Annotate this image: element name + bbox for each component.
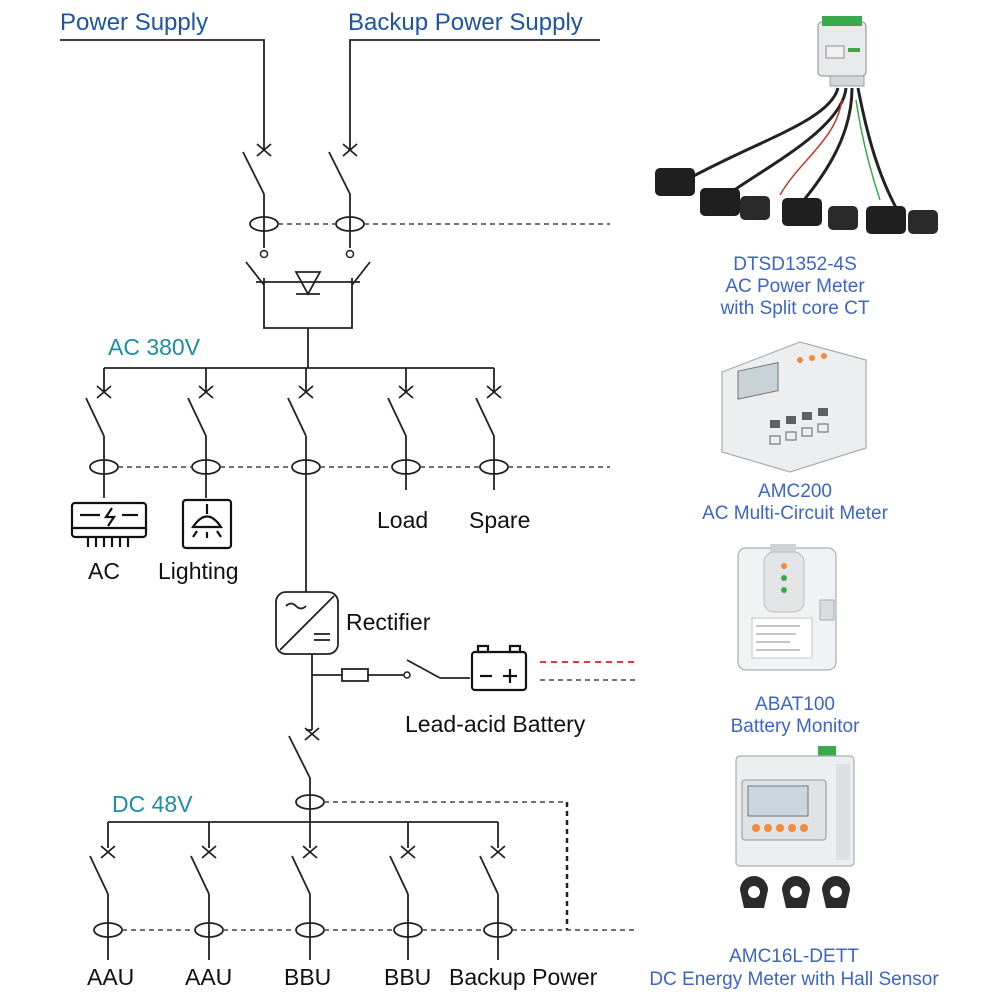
dtsd-desc-label: AC Power Meter [725, 276, 865, 297]
dc-feeder-5 [479, 822, 513, 960]
ac-bus-label: AC 380V [108, 334, 201, 360]
amc200-desc-label: AC Multi-Circuit Meter [702, 503, 888, 524]
amc16l-model-label: AMC16L-DETT [729, 946, 859, 967]
dc-load-label: BBU [284, 964, 331, 990]
dc-main-breaker [288, 727, 325, 822]
dc-bus-label: DC 48V [112, 791, 193, 817]
lighting-load-label: Lighting [158, 558, 239, 584]
dtsd-desc2-label: with Split core CT [720, 298, 870, 319]
dc-load-label: Backup Power [449, 964, 598, 990]
power-supply-label: Power Supply [60, 9, 208, 36]
ac-feeder-lighting [187, 368, 221, 498]
amc16l-meter-image [735, 746, 855, 908]
dc-load-label: BBU [384, 964, 431, 990]
fuse-symbol [341, 668, 369, 682]
load-label: Load [377, 507, 428, 533]
battery-icon [470, 644, 528, 692]
abat100-monitor-image [737, 544, 837, 671]
incoming-feeder-backup [328, 39, 600, 259]
amc200-model-label: AMC200 [758, 481, 832, 502]
abat100-desc-label: Battery Monitor [731, 716, 860, 737]
ac-feeder-rectifier [287, 368, 321, 592]
dc-load-label: AAU [185, 964, 232, 990]
rectifier-label: Rectifier [346, 609, 431, 635]
amc16l-desc-label: DC Energy Meter with Hall Sensor [649, 969, 939, 990]
spare-label: Spare [469, 507, 530, 533]
amc200-meter-image [721, 341, 867, 473]
dc-load-label: AAU [87, 964, 134, 990]
dc-feeder-1 [89, 822, 123, 960]
dc-feeder-2 [190, 822, 224, 960]
lighting-icon [181, 498, 233, 550]
battery-label: Lead-acid Battery [405, 711, 586, 737]
battery-branch [311, 654, 470, 730]
dc-feeder-4 [389, 822, 423, 960]
automatic-transfer-switch [245, 261, 371, 368]
air-conditioner-icon [70, 501, 148, 547]
dtsd-model-label: DTSD1352-4S [733, 254, 857, 275]
dc-feeder-3 [291, 822, 325, 960]
backup-power-supply-label: Backup Power Supply [348, 9, 583, 36]
ac-feeder-ac [85, 368, 119, 498]
incoming-feeder-main [60, 39, 272, 259]
dtsd1352-meter-image [655, 16, 938, 234]
ac-feeder-load [387, 368, 421, 490]
abat100-model-label: ABAT100 [755, 694, 835, 715]
rectifier-symbol [275, 591, 339, 655]
ac-feeder-spare [475, 368, 509, 490]
ac-load-label: AC [88, 558, 120, 584]
